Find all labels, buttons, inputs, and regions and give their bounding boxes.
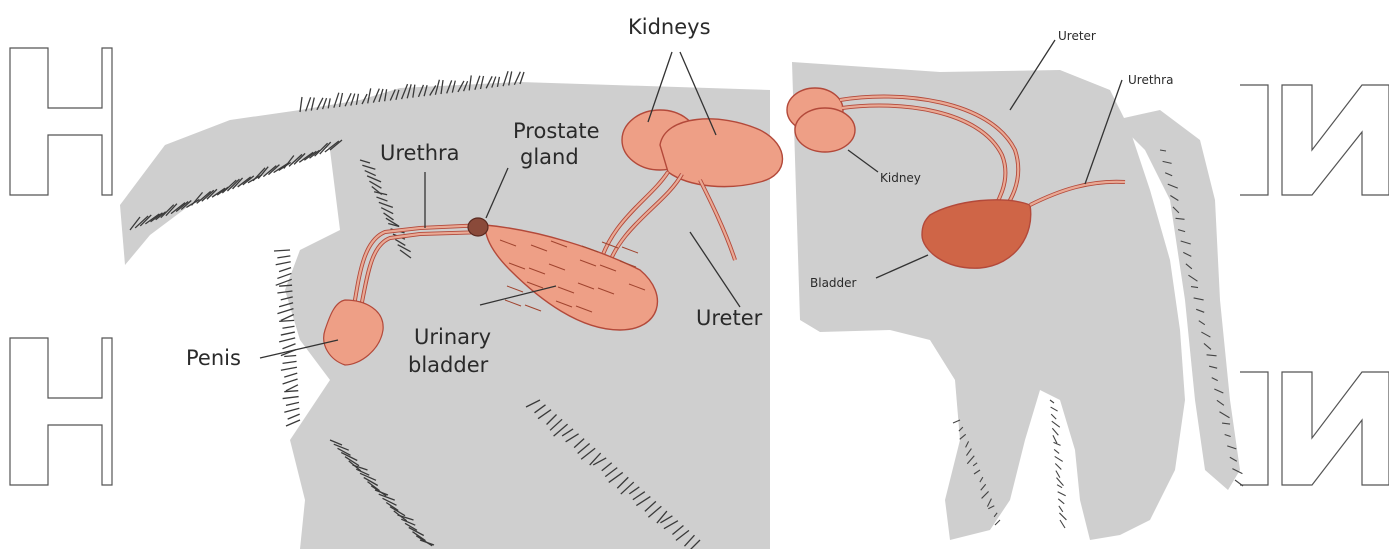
label-penis: Penis (186, 346, 241, 370)
fur-stroke (283, 397, 299, 399)
fur-stroke (281, 314, 294, 320)
fur-stroke (284, 408, 299, 412)
label-gland: gland (520, 145, 579, 169)
fur-stroke (288, 414, 300, 419)
label-kidneys: Kidneys (628, 15, 711, 39)
fur-stroke (1054, 449, 1059, 453)
fur-stroke (1055, 464, 1061, 470)
fur-stroke (279, 338, 295, 342)
fur-stroke (1056, 471, 1060, 478)
fur-stroke (1050, 400, 1054, 403)
label-ureter-female: Ureter (1058, 29, 1096, 43)
female-cat-body (792, 62, 1240, 540)
fur-stroke (276, 262, 291, 265)
fur-stroke (283, 379, 298, 384)
fur-stroke (1059, 506, 1063, 512)
fur-stroke (1055, 456, 1063, 461)
fur-stroke (277, 309, 293, 314)
label-kidney-female: Kidney (880, 171, 921, 185)
left-outline-glyphs (10, 48, 112, 485)
fur-stroke (277, 273, 291, 278)
fur-stroke (1057, 485, 1062, 488)
fur-stroke (279, 268, 291, 272)
right-outline-glyphs (1240, 85, 1389, 485)
fur-stroke (1051, 414, 1056, 419)
fur-stroke (284, 356, 296, 357)
fur-stroke (284, 373, 297, 377)
fur-stroke (1059, 513, 1066, 520)
label-prostate: Prostate (513, 119, 600, 143)
fur-stroke (286, 385, 298, 391)
fur-stroke (283, 361, 297, 363)
label-urethra-male: Urethra (380, 141, 460, 165)
fur-stroke (282, 326, 294, 328)
fur-stroke (286, 402, 299, 405)
label-urinary: Urinary (414, 325, 491, 349)
fur-stroke (1060, 520, 1065, 528)
fur-stroke (1058, 499, 1064, 504)
fur-stroke (286, 420, 300, 426)
fur-stroke (1058, 492, 1066, 496)
fur-stroke (281, 367, 297, 370)
fur-stroke (1051, 407, 1058, 411)
fur-stroke (283, 344, 296, 349)
prostate-gland (468, 218, 488, 236)
label-ureter-male: Ureter (696, 306, 763, 330)
fur-stroke (1052, 428, 1058, 435)
label-bladder-male: bladder (408, 353, 489, 377)
fur-stroke (274, 250, 290, 251)
label-bladder-female: Bladder (810, 276, 857, 290)
label-urethra-female: Urethra (1128, 73, 1173, 87)
fur-stroke (1053, 435, 1057, 443)
fur-stroke (1235, 480, 1243, 486)
fur-stroke (277, 256, 290, 258)
fur-stroke (1052, 421, 1060, 427)
fur-stroke (281, 332, 295, 335)
